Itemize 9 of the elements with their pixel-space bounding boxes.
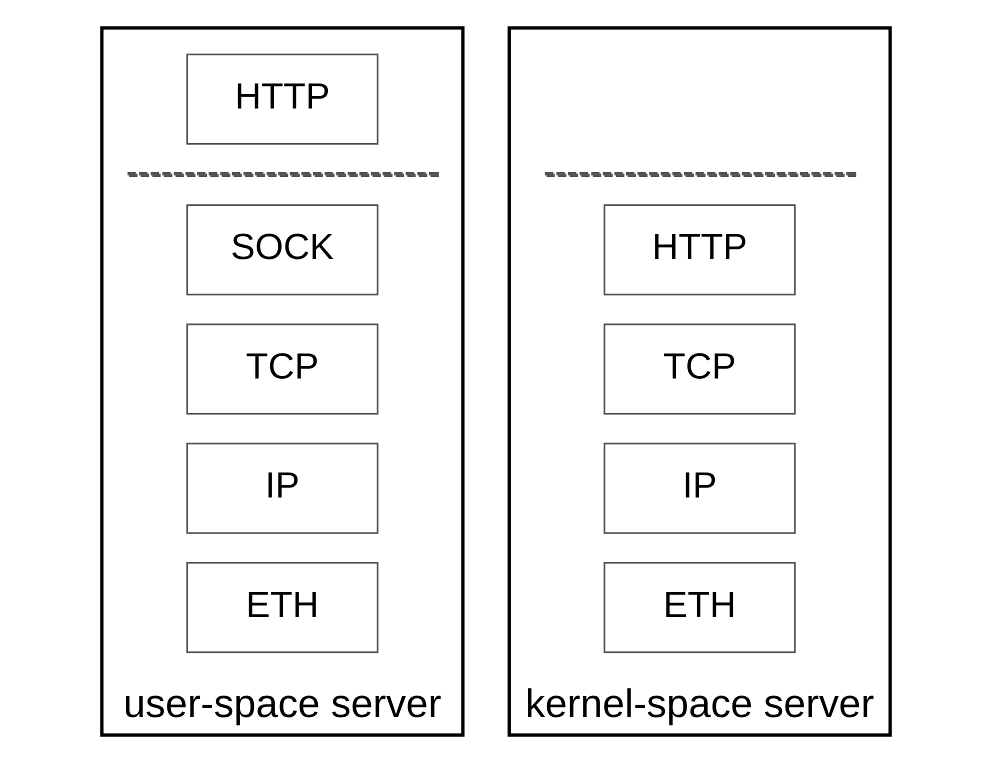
node-box: ETH	[186, 562, 378, 654]
node-box: HTTP	[186, 54, 378, 145]
node-box: IP	[186, 442, 378, 534]
node-box: TCP	[186, 324, 378, 415]
node-box: TCP	[604, 324, 796, 415]
node-box: SOCK	[186, 204, 378, 296]
node-box: IP	[604, 442, 796, 534]
node-box: HTTP	[604, 204, 796, 296]
node-box: ETH	[604, 562, 796, 654]
